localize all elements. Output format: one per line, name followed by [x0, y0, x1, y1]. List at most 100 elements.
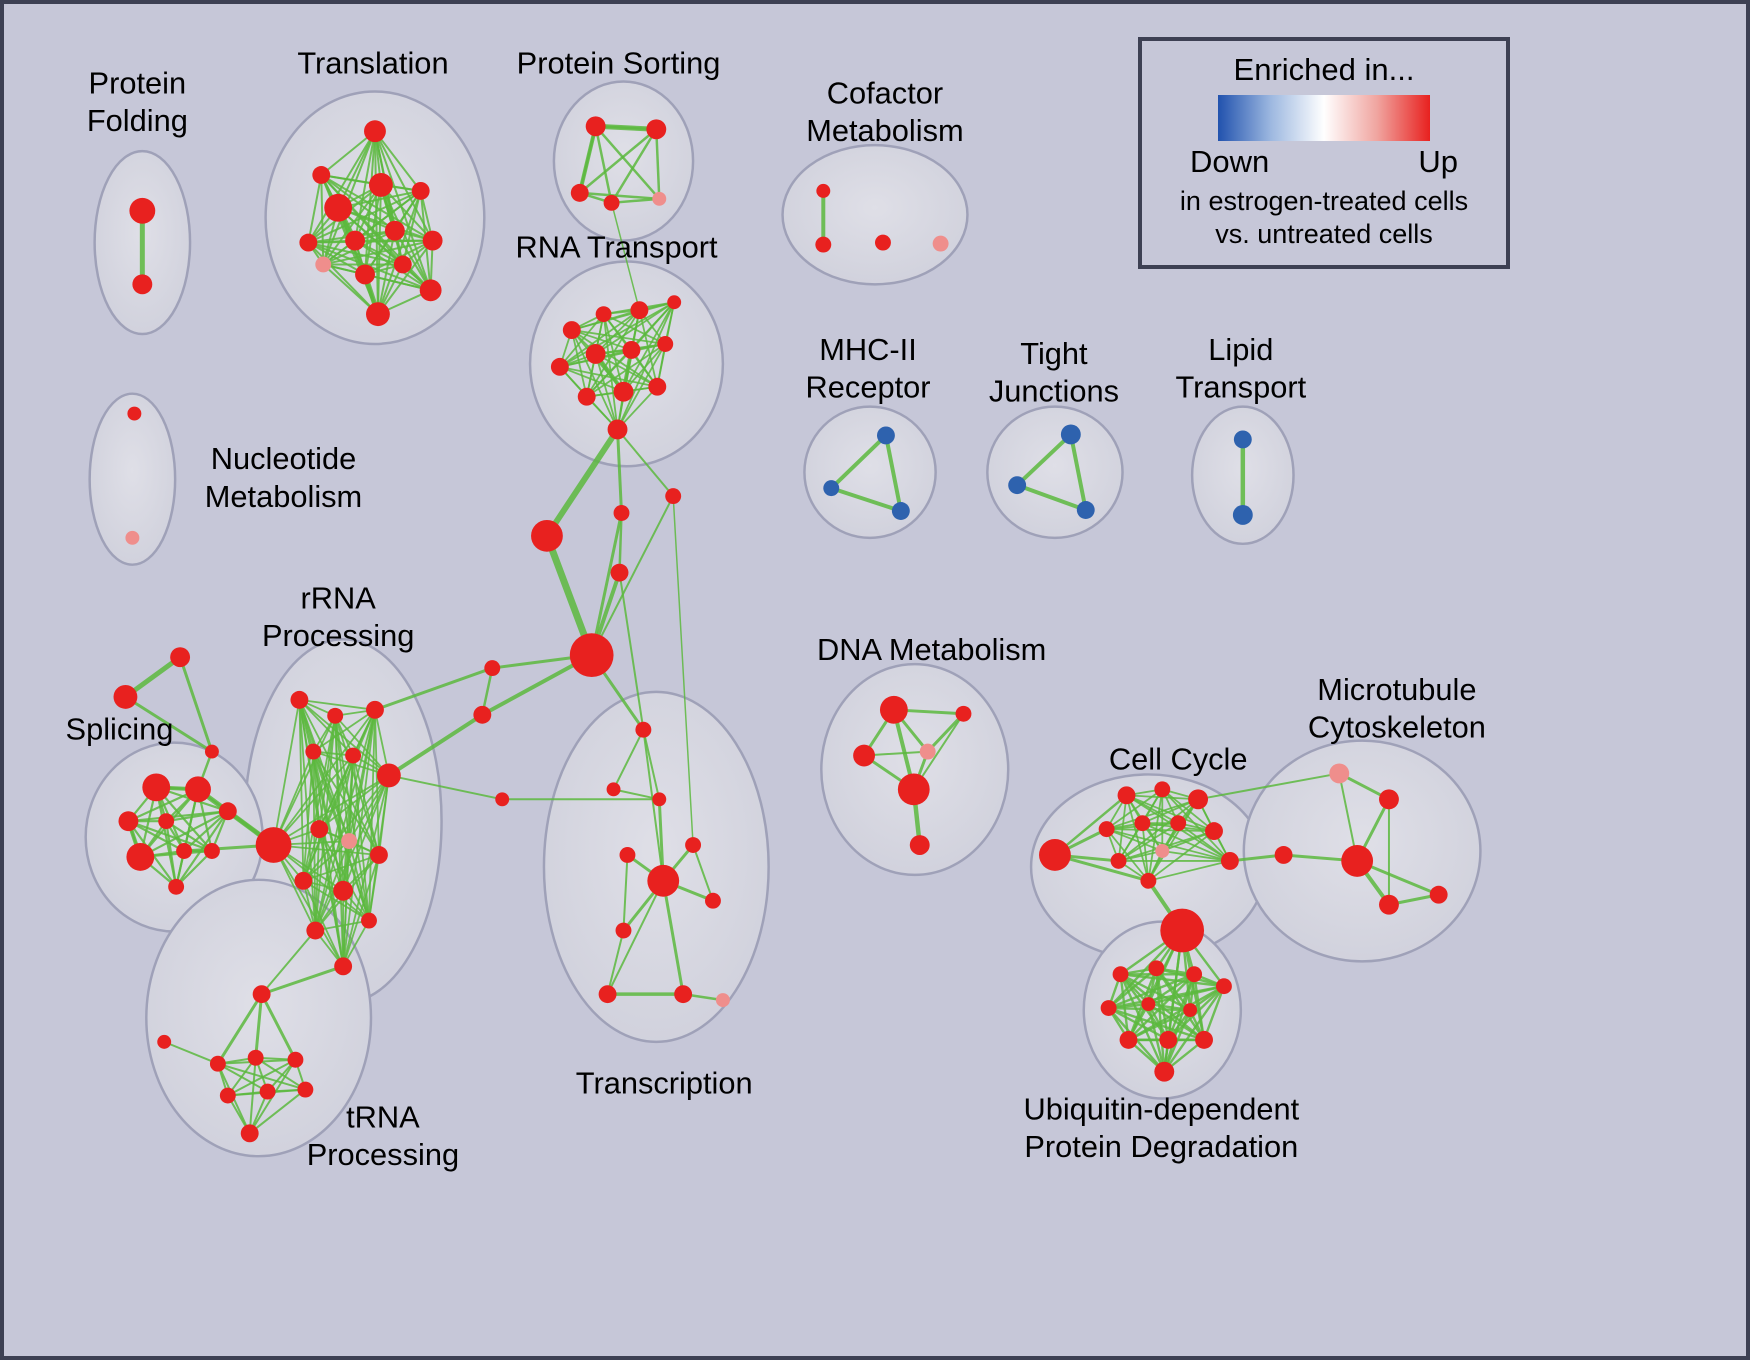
network-edge	[342, 840, 351, 968]
network-node	[1110, 852, 1127, 869]
network-edge	[610, 202, 641, 311]
network-edge	[302, 840, 351, 882]
network-edge	[1147, 984, 1226, 1006]
network-node	[585, 343, 606, 364]
cluster-label-protein-folding: Folding	[87, 103, 188, 138]
legend-gradient-bar	[1218, 95, 1430, 141]
network-node	[932, 235, 949, 252]
network-node	[630, 301, 649, 320]
network-edge	[314, 919, 370, 932]
network-node	[613, 505, 630, 521]
network-edge	[322, 239, 434, 266]
network-edge	[612, 728, 645, 791]
network-node	[1341, 845, 1374, 877]
network-node	[1100, 1000, 1117, 1017]
network-node	[1098, 821, 1115, 838]
cluster-label-microtubule-cytoskeleton: Cytoskeleton	[1308, 710, 1486, 745]
network-node	[310, 820, 329, 839]
network-edge	[364, 183, 382, 276]
network-edge	[1147, 1002, 1192, 1012]
network-edge	[254, 1056, 307, 1091]
nodes-layer	[113, 116, 1448, 1143]
network-edge	[692, 844, 714, 902]
network-node	[327, 707, 344, 724]
network-edge	[178, 655, 214, 754]
network-node	[127, 406, 142, 421]
network-edge	[1161, 788, 1231, 862]
network-edge	[1147, 798, 1199, 882]
network-node	[158, 813, 175, 830]
network-node	[495, 792, 510, 807]
network-node	[1233, 430, 1252, 449]
network-edge	[543, 426, 621, 539]
network-edge	[216, 1062, 269, 1093]
network-edge	[376, 239, 434, 316]
network-edge	[373, 130, 432, 292]
network-node	[1220, 851, 1239, 870]
network-node	[1329, 763, 1350, 784]
network-node	[333, 880, 354, 901]
network-edge	[1125, 794, 1150, 882]
network-edge	[334, 714, 370, 922]
network-node	[299, 233, 318, 252]
network-edge	[318, 828, 345, 892]
network-edge	[594, 309, 641, 355]
network-node	[422, 230, 443, 251]
network-edge	[1228, 853, 1286, 863]
network-node	[909, 835, 930, 855]
network-edge	[334, 714, 390, 777]
network-node	[126, 843, 155, 871]
network-node	[577, 387, 596, 406]
network-node	[341, 833, 358, 849]
cluster-label-lipid-transport: Lipid	[1208, 332, 1273, 367]
network-node	[1159, 1030, 1178, 1049]
cluster-ellipse-mhc-ii-receptor	[803, 405, 937, 540]
legend: Enriched in... Down Up in estrogen-treat…	[1138, 37, 1510, 269]
network-node	[484, 660, 501, 677]
network-edge	[642, 728, 661, 801]
cluster-ellipse-protein-sorting	[552, 80, 695, 242]
network-edge	[829, 486, 903, 513]
network-node	[113, 684, 138, 709]
network-node	[1060, 424, 1081, 445]
cluster-label-ubiquitin-degradation: Ubiquitin-dependent	[1023, 1091, 1299, 1126]
network-edge	[307, 241, 379, 316]
network-edge	[248, 1056, 257, 1135]
network-edge	[318, 828, 370, 922]
network-node	[610, 563, 629, 582]
network-edge	[272, 844, 370, 922]
network-edge	[226, 1058, 297, 1097]
network-node	[619, 847, 636, 863]
network-edge	[618, 571, 645, 731]
network-edge	[558, 365, 625, 393]
network-edge	[1147, 788, 1164, 882]
network-edge	[1147, 830, 1215, 882]
network-edge	[364, 273, 432, 292]
network-edge	[1015, 483, 1088, 512]
network-node	[815, 236, 832, 253]
network-node	[1215, 978, 1232, 995]
cluster-ellipse-nucleotide-metabolism	[88, 392, 177, 566]
network-edge	[1119, 973, 1192, 1012]
network-edge	[373, 666, 494, 712]
network-node	[919, 743, 936, 760]
cluster-label-cell-cycle: Cell Cycle	[1109, 741, 1248, 776]
cluster-label-trna-processing: Processing	[307, 1137, 459, 1172]
network-node	[603, 194, 620, 211]
network-node	[1112, 966, 1129, 983]
network-edge	[354, 130, 376, 242]
legend-title: Enriched in...	[1233, 52, 1415, 87]
network-edge	[302, 754, 354, 882]
network-edge	[1107, 967, 1158, 1010]
network-edge	[175, 849, 214, 888]
network-edge	[302, 828, 321, 882]
network-edge	[312, 750, 351, 842]
network-edge	[926, 712, 965, 754]
network-edge	[578, 128, 658, 195]
cluster-label-microtubule-cytoskeleton: Microtubule	[1317, 672, 1476, 707]
cluster-label-cofactor-metabolism: Metabolism	[806, 113, 963, 148]
network-edge	[1147, 860, 1231, 882]
network-node	[366, 302, 390, 327]
network-node	[622, 341, 641, 359]
network-edge	[594, 353, 619, 431]
